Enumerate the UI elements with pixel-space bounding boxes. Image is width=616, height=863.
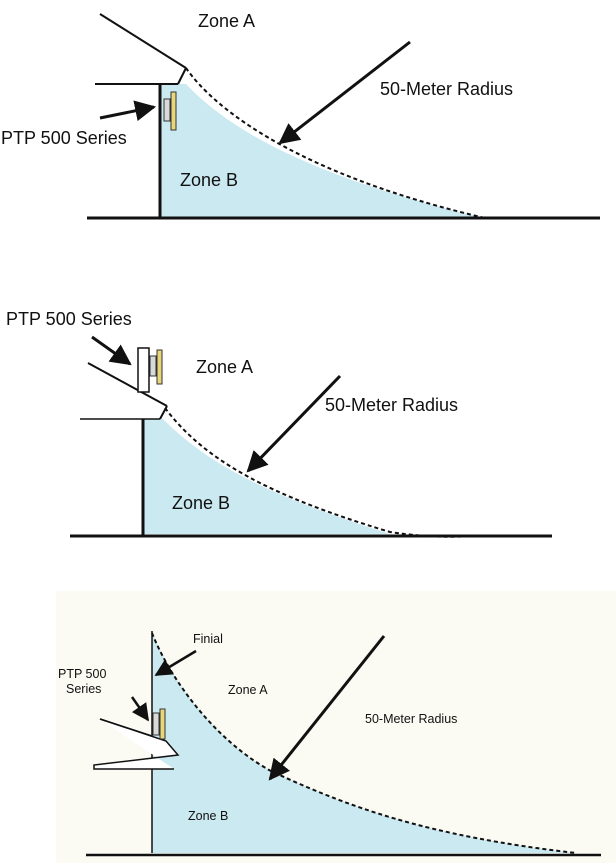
device-label-line1: PTP 500 [58,668,106,681]
ptp-device-icon [153,709,165,739]
diagram-1-drawing [0,0,616,226]
zone-b-area [160,84,485,218]
zone-a-label: Zone A [196,358,253,376]
radius-label: 50-Meter Radius [325,396,458,414]
zone-b-label: Zone B [180,171,238,189]
roof-line [100,14,186,68]
diagram-wall-mount: Zone A 50-Meter Radius PTP 500 Series Zo… [0,0,616,226]
device-label-line2: Series [66,683,101,696]
device-label: PTP 500 Series [6,310,132,328]
zone-a-label: Zone A [198,12,255,30]
diagram-3-drawing [56,591,616,863]
diagram-roof-mount: PTP 500 Series Zone A 50-Meter Radius Zo… [0,226,616,546]
radius-pointer-arrow [270,636,384,779]
zone-b-label: Zone B [188,810,228,823]
radius-label: 50-Meter Radius [380,80,513,98]
device-label: PTP 500 Series [1,129,127,147]
mount-pole [138,348,149,392]
zone-a-label: Zone A [228,684,268,697]
zone-b-area [143,419,390,534]
roof-edge [178,68,186,84]
radius-label: 50-Meter Radius [365,713,457,726]
diagram-2-drawing [0,226,616,546]
diagram-finial-mount: Finial PTP 500 Series Zone A 50-Meter Ra… [56,591,616,863]
finial-label: Finial [193,633,223,646]
zone-b-label: Zone B [172,494,230,512]
device-pointer-arrow [132,697,148,720]
radius-pointer-arrow [248,376,340,471]
ptp-device-icon [150,350,162,384]
device-pointer-arrow [100,107,154,118]
device-pointer-arrow [92,337,130,364]
